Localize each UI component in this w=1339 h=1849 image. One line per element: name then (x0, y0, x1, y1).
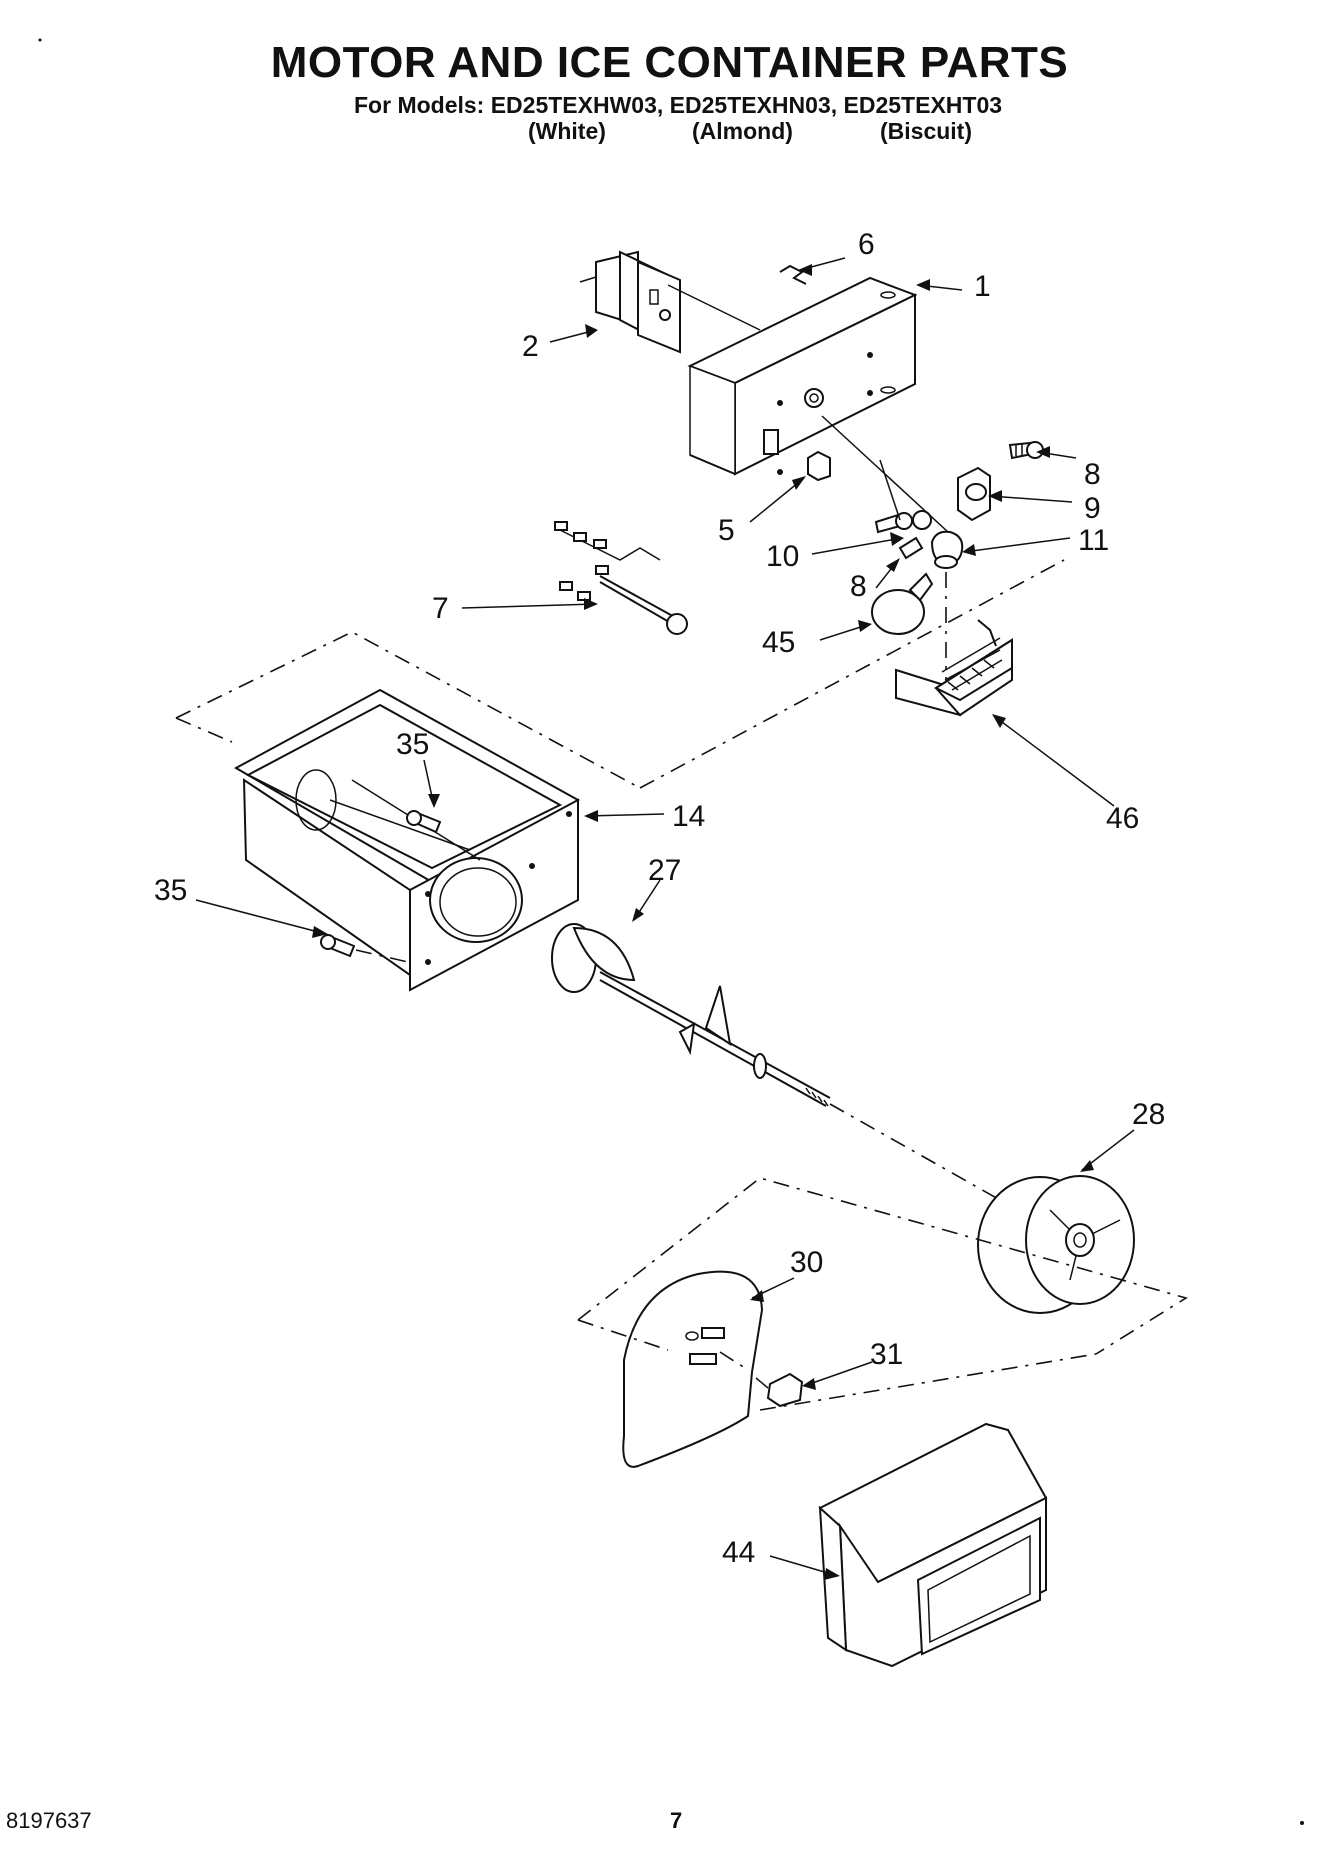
callout-46: 46 (1106, 802, 1139, 835)
assembly-guide-lines (175, 559, 1188, 1411)
callout-35-lower: 35 (154, 874, 187, 907)
switch-part-5 (807, 450, 831, 482)
motor-housing-part-1 (687, 276, 918, 476)
color-white: (White) (528, 118, 606, 144)
color-biscuit: (Biscuit) (880, 118, 972, 144)
nut-part-31 (755, 1372, 804, 1408)
screw-part-8-upper (1008, 441, 1044, 460)
callout-1: 1 (974, 270, 991, 303)
light-shield-part-46 (895, 619, 1013, 717)
callout-7: 7 (432, 592, 449, 625)
callout-30: 30 (790, 1246, 823, 1279)
callout-6: 6 (858, 228, 875, 261)
models-line: For Models: ED25TEXHW03, ED25TEXHN03, ED… (354, 92, 1003, 118)
callout-2: 2 (522, 330, 539, 363)
callout-14: 14 (672, 800, 705, 833)
drive-hub-part-28 (977, 1175, 1135, 1314)
callout-5: 5 (718, 514, 735, 547)
bracket-part-9 (957, 466, 991, 522)
screw-part-35-lower (320, 934, 356, 958)
callout-45: 45 (762, 626, 795, 659)
callout-27: 27 (648, 854, 681, 887)
callout-leaders (195, 257, 1135, 1580)
screw-part-10 (874, 510, 932, 534)
callout-35-upper: 35 (396, 728, 429, 761)
page-title: MOTOR AND ICE CONTAINER PARTS (270, 38, 1069, 87)
screw-part-35-upper (406, 810, 442, 834)
clip-part-6 (779, 264, 807, 285)
callout-10: 10 (766, 540, 799, 573)
callout-11: 11 (1078, 524, 1109, 557)
socket-part-11 (930, 530, 964, 569)
auger-part-27 (551, 923, 831, 1107)
color-almond: (Almond) (692, 118, 793, 144)
callout-44: 44 (722, 1536, 755, 1569)
callout-9: 9 (1084, 492, 1101, 525)
wire-harness-part-7 (554, 521, 688, 635)
motor-part-2 (579, 250, 761, 354)
light-bulb-part-45 (871, 572, 934, 635)
end-plate-part-30 (622, 1270, 764, 1468)
callout-8-upper: 8 (1084, 458, 1101, 491)
screw-part-8-lower (898, 536, 924, 560)
ice-container-part-14 (233, 688, 581, 992)
callout-28: 28 (1132, 1098, 1165, 1131)
callout-31: 31 (870, 1338, 903, 1371)
callout-8-lower: 8 (850, 570, 867, 603)
document-number: 8197637 (6, 1808, 92, 1833)
page-number: 7 (670, 1808, 683, 1833)
ice-bucket-part-44 (818, 1422, 1048, 1668)
